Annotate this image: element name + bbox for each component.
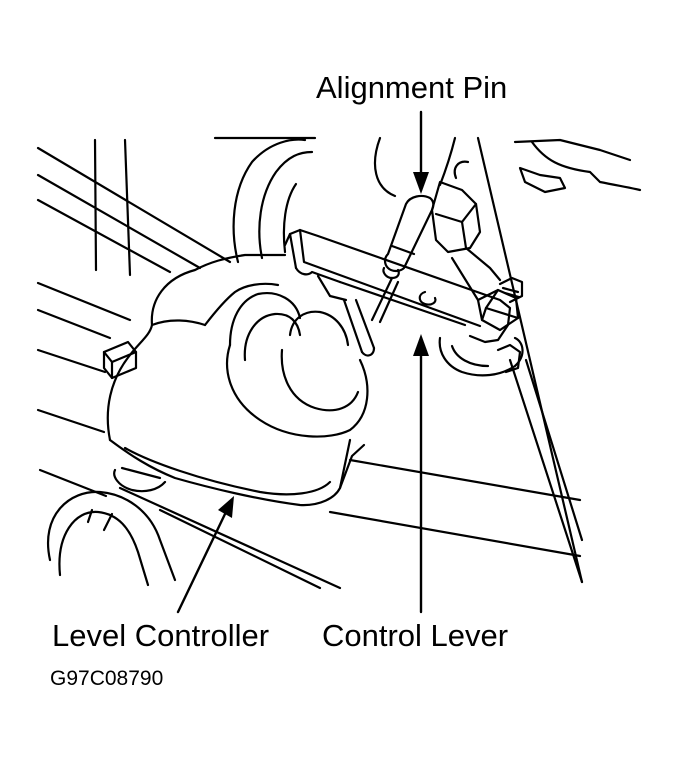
leader-arrows bbox=[176, 110, 429, 614]
level-controller-label: Level Controller bbox=[52, 618, 270, 653]
control-lever-label: Control Lever bbox=[322, 618, 509, 653]
hose bbox=[47, 490, 177, 587]
alignment-pin-label: Alignment Pin bbox=[316, 70, 508, 105]
level-controller-body bbox=[102, 253, 369, 507]
vehicle-frame-lines bbox=[36, 136, 642, 590]
upper-bracket bbox=[430, 160, 502, 302]
alignment-pin bbox=[370, 194, 435, 324]
figure-code: G97C08790 bbox=[50, 667, 164, 690]
control-lever-arm bbox=[283, 228, 524, 377]
